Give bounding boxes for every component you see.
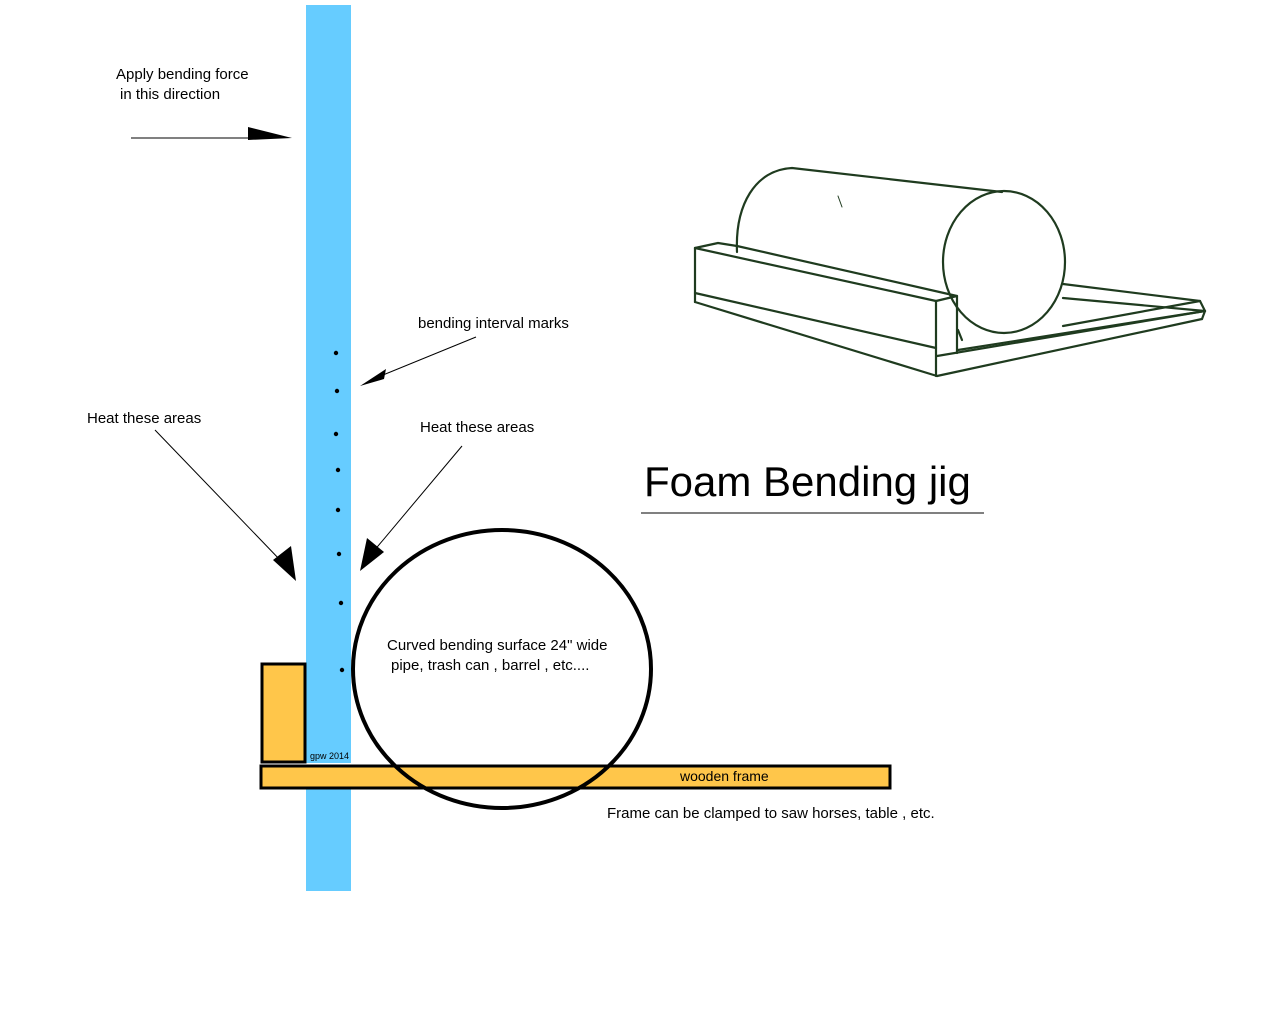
interval-mark bbox=[339, 667, 345, 673]
curved-bending-surface bbox=[351, 528, 653, 810]
force-label-line1: Apply bending force bbox=[116, 66, 249, 83]
wooden-frame bbox=[259, 764, 892, 790]
surface-label-line1: Curved bending surface 24" wide bbox=[387, 637, 607, 654]
interval-marks-label: bending interval marks bbox=[418, 315, 569, 332]
heat-left-arrow bbox=[154, 429, 296, 581]
interval-mark bbox=[333, 350, 339, 356]
interval-mark bbox=[336, 551, 342, 557]
wooden-frame-label: wooden frame bbox=[679, 768, 769, 784]
heat-right-label: Heat these areas bbox=[420, 419, 534, 436]
clamp-note: Frame can be clamped to saw horses, tabl… bbox=[607, 805, 935, 822]
interval-marks-arrow bbox=[360, 336, 477, 386]
interval-mark bbox=[335, 507, 341, 513]
bending-interval-marks bbox=[333, 350, 345, 673]
signature: gpw 2014 bbox=[310, 751, 349, 761]
interval-mark bbox=[335, 467, 341, 473]
heat-right-arrow bbox=[360, 445, 463, 571]
foam-board-lower bbox=[306, 789, 351, 891]
interval-mark bbox=[334, 388, 340, 394]
interval-mark bbox=[333, 431, 339, 437]
jig-perspective-sketch bbox=[693, 166, 1207, 378]
diagram-title: Foam Bending jig bbox=[644, 458, 971, 505]
interval-mark bbox=[338, 600, 344, 606]
heat-left-label: Heat these areas bbox=[87, 410, 201, 427]
force-label-line2: in this direction bbox=[120, 86, 220, 103]
force-arrow bbox=[131, 127, 292, 140]
foam-board-upper bbox=[306, 5, 351, 763]
wooden-stop-block bbox=[260, 662, 307, 764]
surface-label-line2: pipe, trash can , barrel , etc.... bbox=[391, 657, 589, 674]
